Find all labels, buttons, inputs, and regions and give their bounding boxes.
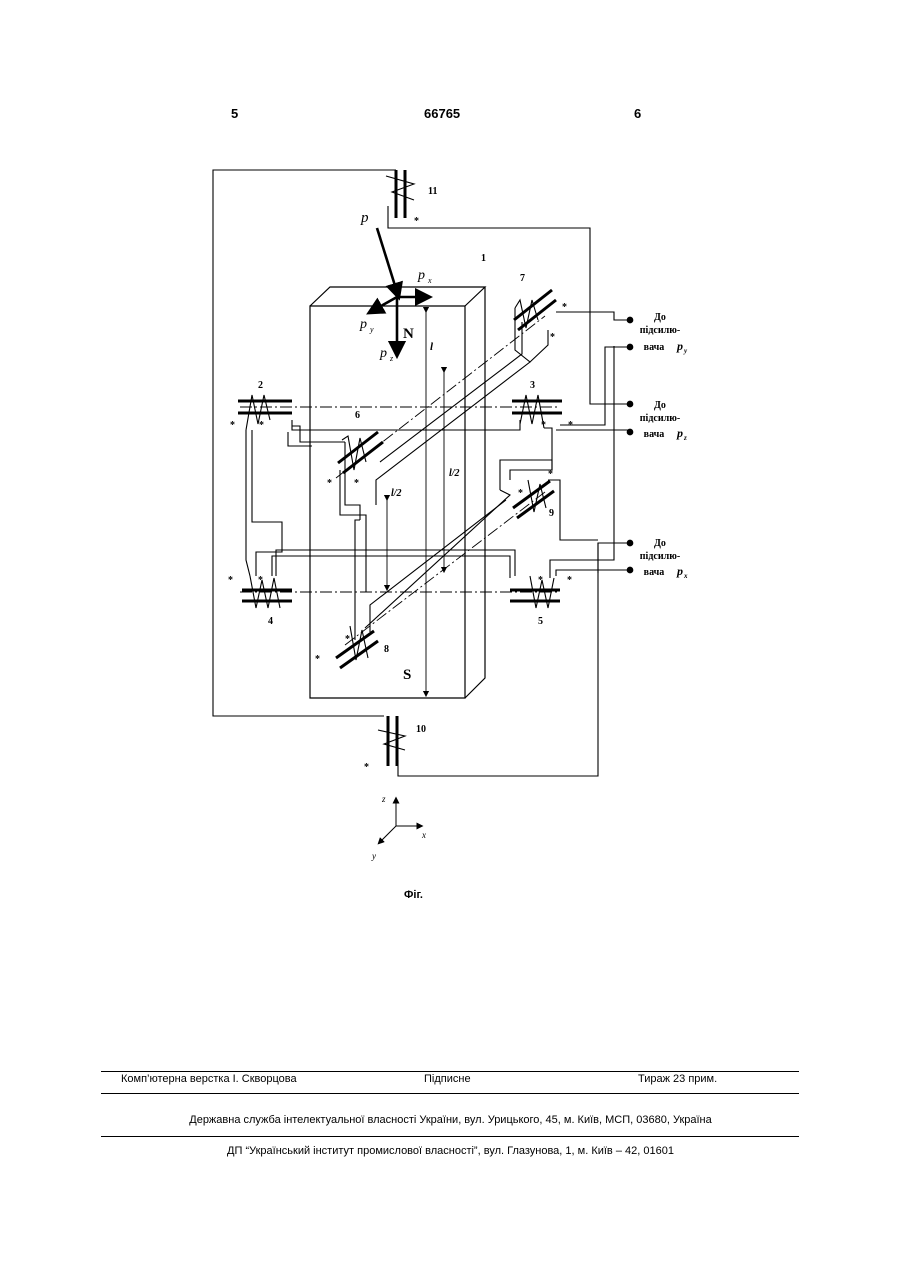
svg-text:y: y (683, 347, 688, 355)
axis-x: x (421, 830, 426, 840)
polarity-star: * (414, 216, 419, 227)
force-py: p (359, 317, 367, 332)
svg-text:p: p (676, 339, 683, 353)
label-4: 4 (268, 616, 273, 627)
label-1: 1 (481, 253, 486, 264)
svg-text:p: p (676, 426, 683, 440)
polarity-star: * (550, 332, 555, 343)
footer-signed: Підписне (424, 1073, 471, 1085)
force-px: p (417, 268, 425, 283)
force-pz: p (379, 346, 387, 361)
polarity-star: * (548, 469, 553, 480)
coil-10 (378, 716, 405, 766)
svg-text:підсилю-: підсилю- (640, 551, 680, 562)
svg-text:вача: вача (644, 429, 665, 440)
label-10: 10 (416, 724, 426, 735)
footer-layout: Комп’ютерна верстка І. Скворцова (121, 1073, 297, 1085)
svg-text:x: x (683, 572, 688, 580)
patent-figure: 1 2 3 4 5 6 7 8 9 10 11 N S p p x p y p … (0, 0, 901, 900)
inner-wiring (246, 308, 630, 640)
dimension-lines (387, 310, 444, 694)
polarity-star: * (364, 762, 369, 773)
force-py-sub: y (369, 325, 374, 334)
dim-l: l (430, 341, 434, 353)
output-terminals (627, 317, 633, 573)
label-5: 5 (538, 616, 543, 627)
polarity-star: * (258, 575, 263, 586)
axis-y: y (371, 851, 376, 861)
polarity-star: * (568, 420, 573, 431)
output-pz-label: До підсилю- вача p z (640, 400, 687, 442)
footer-circulation: Тираж 23 прим. (638, 1073, 717, 1085)
svg-text:До: До (654, 400, 666, 411)
polarity-star: * (518, 488, 523, 499)
label-11: 11 (428, 186, 437, 197)
label-6: 6 (355, 410, 360, 421)
svg-text:До: До (654, 538, 666, 549)
polarity-star: * (562, 302, 567, 313)
force-pz-sub: z (389, 354, 394, 363)
footer-agency: Державна служба інтелектуальної власност… (0, 1114, 901, 1126)
coil-8 (336, 626, 378, 668)
outer-wiring (213, 170, 630, 776)
footer-divider (101, 1136, 799, 1137)
coil-2 (238, 395, 292, 430)
polarity-star: * (567, 575, 572, 586)
force-px-sub: x (427, 276, 432, 285)
polarity-star: * (538, 575, 543, 586)
svg-text:вача: вача (644, 567, 665, 578)
dim-half-l-right: l/2 (449, 468, 460, 479)
polarity-star: * (259, 420, 264, 431)
coordinate-axes (380, 800, 420, 842)
dim-half-l-left: l/2 (391, 488, 402, 499)
force-p: p (360, 210, 369, 226)
svg-text:z: z (683, 434, 687, 442)
polarity-star: * (327, 478, 332, 489)
svg-text:До: До (654, 312, 666, 323)
polarity-star: * (230, 420, 235, 431)
polarity-star: * (315, 654, 320, 665)
svg-text:p: p (676, 564, 683, 578)
footer-divider (101, 1093, 799, 1094)
svg-text:підсилю-: підсилю- (640, 325, 680, 336)
polarity-star: * (541, 420, 546, 431)
polarity-star: * (228, 575, 233, 586)
pole-s: S (403, 667, 411, 683)
pole-n: N (403, 326, 414, 342)
label-8: 8 (384, 644, 389, 655)
svg-text:підсилю-: підсилю- (640, 413, 680, 424)
label-3: 3 (530, 380, 535, 391)
label-9: 9 (549, 508, 554, 519)
figure-caption: Фіг. (0, 889, 827, 901)
coil-11 (386, 170, 414, 218)
footer-divider (101, 1071, 799, 1072)
output-px-label: До підсилю- вача p x (640, 538, 688, 580)
polarity-star: * (345, 634, 350, 645)
label-2: 2 (258, 380, 263, 391)
label-7: 7 (520, 273, 525, 284)
axis-z: z (381, 794, 386, 804)
output-py-label: До підсилю- вача p y (640, 312, 688, 355)
force-arrows (374, 228, 424, 350)
footer-institute: ДП “Український інститут промислової вла… (0, 1145, 901, 1157)
polarity-star: * (354, 478, 359, 489)
coil-9 (513, 480, 554, 518)
svg-text:вача: вача (644, 342, 665, 353)
